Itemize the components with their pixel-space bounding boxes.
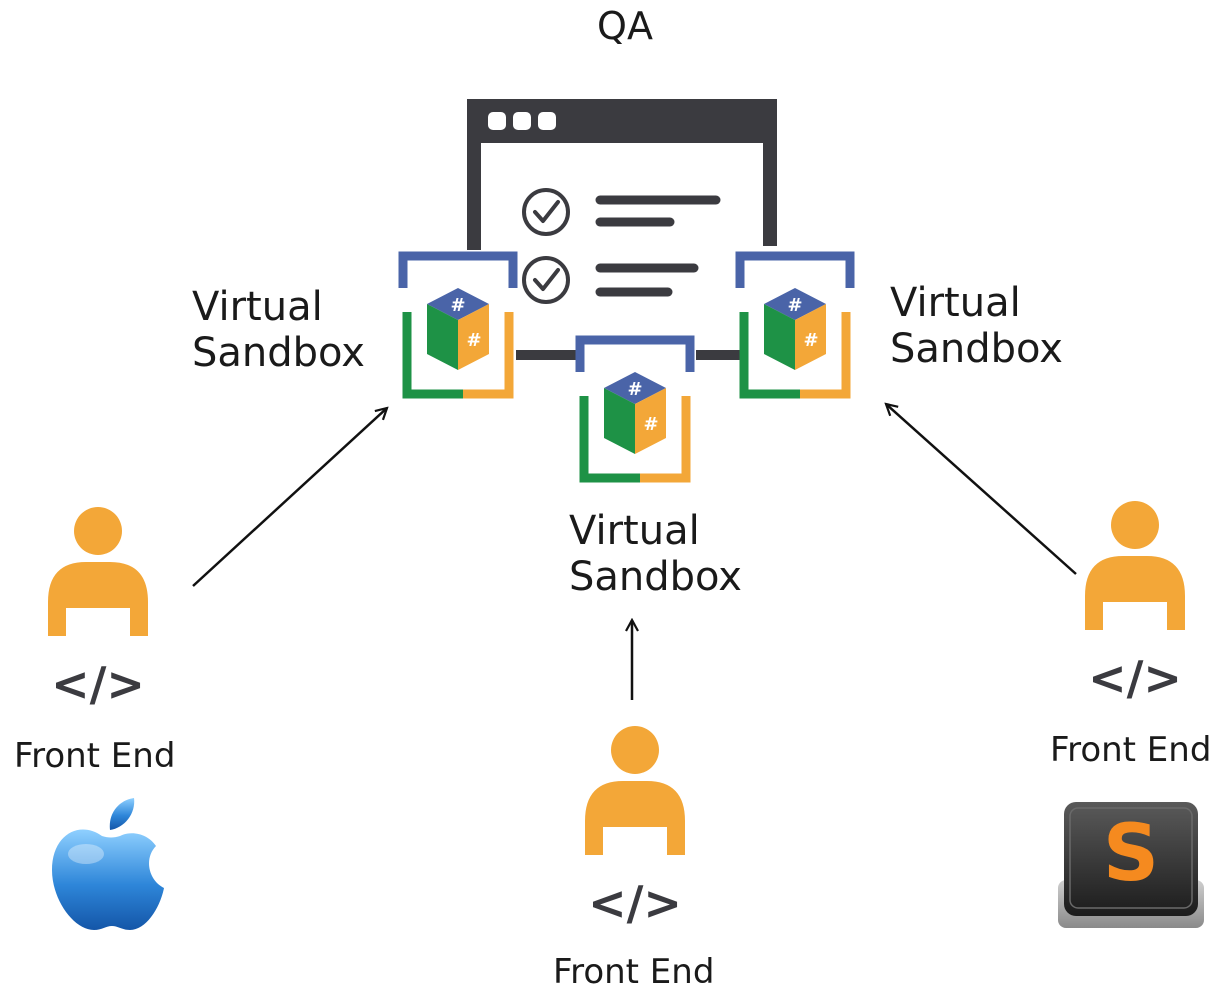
sandbox-right-label-line1: Virtual [890, 280, 1021, 326]
sandbox-middle-label-line1: Virtual [569, 508, 700, 554]
developer-middle-label: Front End [553, 952, 715, 992]
arrow-right [886, 404, 1077, 575]
code-icon: </> [588, 876, 682, 930]
cube-side-symbol: # [466, 330, 481, 351]
apple-logo-icon [52, 798, 164, 930]
sandbox-right-label: Virtual Sandbox [890, 280, 1063, 372]
developer-left-icon: </> [48, 507, 148, 711]
code-icon: </> [1088, 651, 1182, 705]
sandbox-left-label-line2: Sandbox [192, 330, 365, 376]
sandbox-right-label-line2: Sandbox [890, 326, 1063, 372]
cube-side-symbol: # [643, 414, 658, 435]
code-icon: </> [51, 657, 145, 711]
sandbox-middle-label-line2: Sandbox [569, 554, 742, 600]
sandbox-right-icon: # # [735, 251, 855, 399]
developer-right-icon: </> [1085, 501, 1185, 705]
cube-top-symbol: # [627, 379, 642, 400]
cube-top-symbol: # [787, 295, 802, 316]
arrow-left [192, 408, 387, 587]
developer-middle-icon: </> [585, 726, 685, 930]
sandbox-left-icon: # # [398, 251, 518, 399]
sandbox-left-label: Virtual Sandbox [192, 284, 365, 376]
cube-side-symbol: # [803, 330, 818, 351]
qa-window-icon [467, 99, 777, 304]
checklist-icon [522, 188, 721, 304]
qa-title: QA [597, 4, 653, 48]
developer-right-label: Front End [1050, 730, 1212, 770]
sandbox-left-label-line1: Virtual [192, 284, 323, 330]
developer-left-label: Front End [14, 736, 176, 776]
sublime-text-icon: S [1058, 802, 1204, 928]
sublime-letter-icon: S [1103, 809, 1159, 899]
sandbox-middle-icon: # # [575, 335, 695, 483]
sandbox-middle-label: Virtual Sandbox [569, 508, 742, 600]
cube-top-symbol: # [450, 295, 465, 316]
